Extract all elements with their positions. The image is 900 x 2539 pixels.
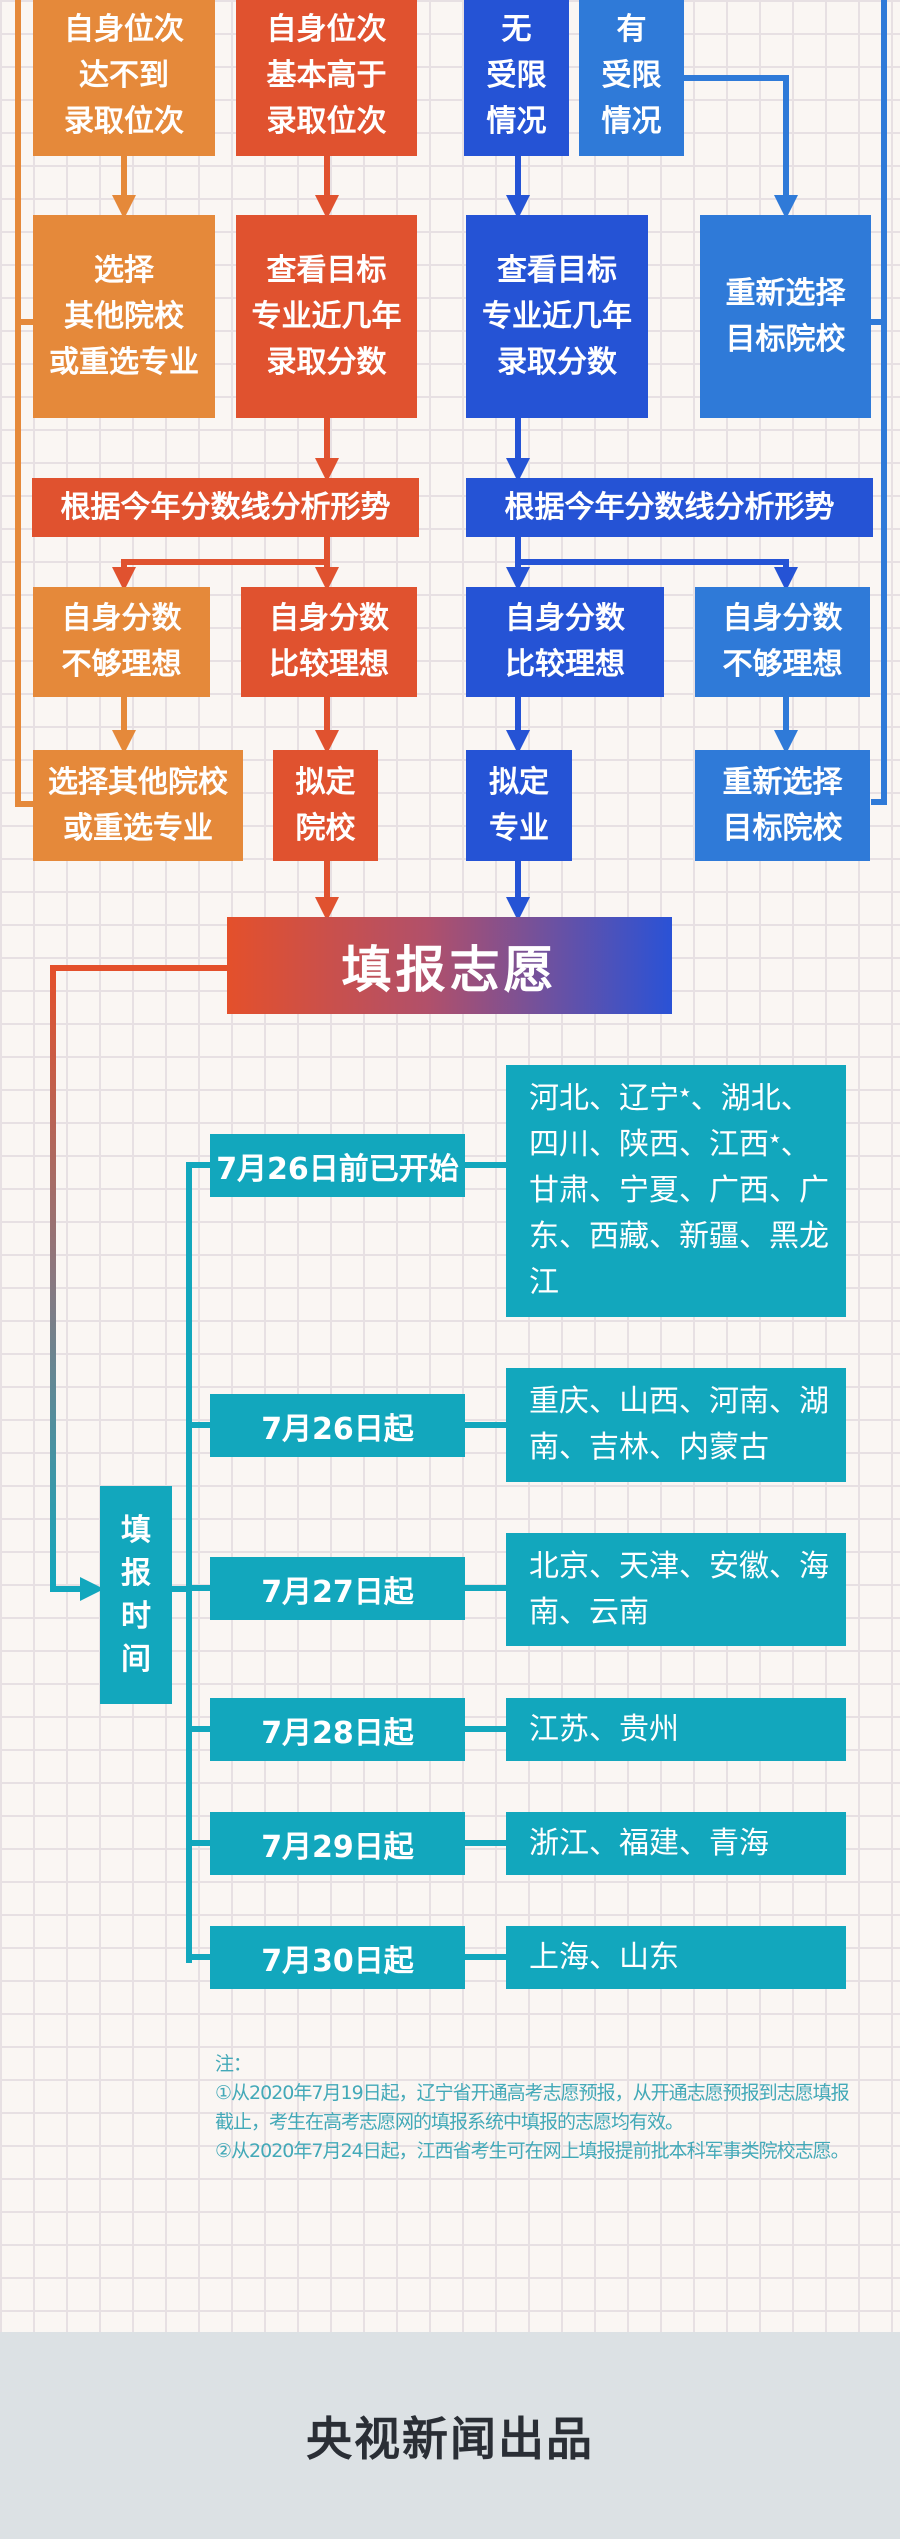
separator: 、 (559, 1594, 589, 1630)
choose-other-box-2: 选择其他院校 或重选专业 (33, 750, 243, 861)
date-box: 7月26日前已开始 (210, 1134, 465, 1197)
province-name: 广西 (709, 1173, 769, 1208)
separator: 、 (780, 1127, 811, 1162)
province-name: 湖北 (720, 1081, 781, 1116)
province-name: 黑龙江 (529, 1219, 829, 1300)
choose-other-box: 选择 其他院校 或重选专业 (33, 215, 215, 418)
province-name: 河南 (709, 1384, 769, 1419)
separator: 、 (769, 1548, 799, 1584)
plan-school-box: 拟定 院校 (273, 750, 378, 861)
score-ideal-box-right: 自身分数 比较理想 (466, 587, 664, 697)
star-icon: ★ (769, 1132, 781, 1147)
check-scores-box: 查看目标 专业近几年 录取分数 (236, 215, 417, 418)
separator: 、 (649, 1430, 679, 1465)
province-name: 云南 (589, 1594, 649, 1630)
date-box: 7月29日起 (210, 1812, 465, 1875)
province-name: 安徽 (709, 1548, 769, 1584)
separator: 、 (559, 1219, 589, 1254)
fill-time-label: 填 报 时 间 (100, 1486, 172, 1704)
province-name: 青海 (709, 1825, 769, 1861)
province-name: 河北 (529, 1081, 589, 1116)
province-name: 新疆 (679, 1219, 739, 1254)
province-name: 江苏 (529, 1711, 589, 1747)
analysis-bar-right: 根据今年分数线分析形势 (466, 478, 873, 537)
province-box: 北京、天津、安徽、海南、云南 (506, 1533, 846, 1646)
separator: 、 (589, 1825, 619, 1861)
province-name: 广东 (529, 1173, 829, 1254)
province-name: 福建 (619, 1825, 679, 1861)
footer-credit: 央视新闻出品 (306, 2411, 594, 2466)
separator: 、 (559, 1430, 589, 1465)
province-name: 四川 (529, 1127, 589, 1162)
separator: 、 (589, 1711, 619, 1747)
footer: 央视新闻出品 (0, 2332, 900, 2539)
separator: 、 (679, 1825, 709, 1861)
separator: 、 (769, 1384, 799, 1419)
separator: 、 (649, 1219, 679, 1254)
separator: 、 (679, 1384, 709, 1419)
date-box: 7月30日起 (210, 1926, 465, 1989)
separator: 、 (679, 1127, 709, 1162)
province-name: 山西 (619, 1384, 679, 1419)
province-name: 上海 (529, 1939, 589, 1975)
separator: 、 (589, 1081, 619, 1116)
province-name: 海南 (529, 1548, 829, 1630)
province-box: 江苏、贵州 (506, 1698, 846, 1761)
notes: 注： ①从2020年7月19日起，辽宁省开通高考志愿预报，从开通志愿预报到志愿填… (215, 2050, 865, 2166)
province-name: 吉林 (589, 1430, 649, 1465)
note-item: ①从2020年7月19日起，辽宁省开通高考志愿预报，从开通志愿预报到志愿填报截止… (215, 2082, 850, 2133)
analysis-bar-left: 根据今年分数线分析形势 (32, 478, 419, 537)
province-name: 浙江 (529, 1825, 589, 1861)
separator: 、 (589, 1173, 619, 1208)
score-not-ideal-box-right: 自身分数 不够理想 (695, 587, 870, 697)
star-icon: ★ (679, 1086, 691, 1101)
province-name: 辽宁 (619, 1081, 679, 1116)
separator: 、 (589, 1939, 619, 1975)
date-box: 7月28日起 (210, 1698, 465, 1761)
restriction-box: 有 受限 情况 (579, 0, 684, 156)
check-scores-box-right: 查看目标 专业近几年 录取分数 (466, 215, 648, 418)
province-name: 湖南 (529, 1384, 829, 1465)
separator: 、 (589, 1127, 619, 1162)
notes-heading: 注： (215, 2053, 252, 2075)
separator: 、 (589, 1384, 619, 1419)
date-box: 7月26日起 (210, 1394, 465, 1457)
fill-application-title: 填报志愿 (227, 917, 672, 1014)
score-ideal-box: 自身分数 比较理想 (241, 587, 417, 697)
province-box: 河北、辽宁★、湖北、四川、陕西、江西★、甘肃、宁夏、广西、广东、西藏、新疆、黑龙… (506, 1065, 846, 1317)
separator: 、 (690, 1081, 721, 1116)
reselect-school-box: 重新选择 目标院校 (700, 215, 871, 418)
province-name: 西藏 (589, 1219, 649, 1254)
plan-major-box: 拟定 专业 (466, 750, 572, 861)
province-name: 甘肃 (529, 1173, 589, 1208)
separator: 、 (589, 1548, 619, 1584)
province-name: 山东 (619, 1939, 679, 1975)
separator: 、 (679, 1548, 709, 1584)
separator: 、 (679, 1173, 709, 1208)
score-not-ideal-box: 自身分数 不够理想 (33, 587, 210, 697)
rank-above-box: 自身位次 基本高于 录取位次 (236, 0, 417, 156)
province-box: 上海、山东 (506, 1926, 846, 1989)
province-box: 浙江、福建、青海 (506, 1812, 846, 1875)
province-name: 重庆 (529, 1384, 589, 1419)
reselect-school-box-2: 重新选择 目标院校 (695, 750, 870, 861)
province-name: 天津 (619, 1548, 679, 1584)
province-name: 江西 (709, 1127, 769, 1162)
note-item: ②从2020年7月24日起，江西省考生可在网上填报提前批本科军事类院校志愿。 (215, 2140, 850, 2162)
province-name: 贵州 (619, 1711, 679, 1747)
separator: 、 (780, 1081, 811, 1116)
no-restriction-box: 无 受限 情况 (464, 0, 569, 156)
province-name: 内蒙古 (679, 1430, 769, 1465)
province-name: 北京 (529, 1548, 589, 1584)
separator: 、 (769, 1173, 799, 1208)
province-name: 宁夏 (619, 1173, 679, 1208)
date-box: 7月27日起 (210, 1557, 465, 1620)
separator: 、 (739, 1219, 769, 1254)
connector-lines (15, 0, 887, 1963)
province-name: 陕西 (619, 1127, 679, 1162)
province-box: 重庆、山西、河南、湖南、吉林、内蒙古 (506, 1368, 846, 1482)
rank-below-box: 自身位次 达不到 录取位次 (33, 0, 215, 156)
